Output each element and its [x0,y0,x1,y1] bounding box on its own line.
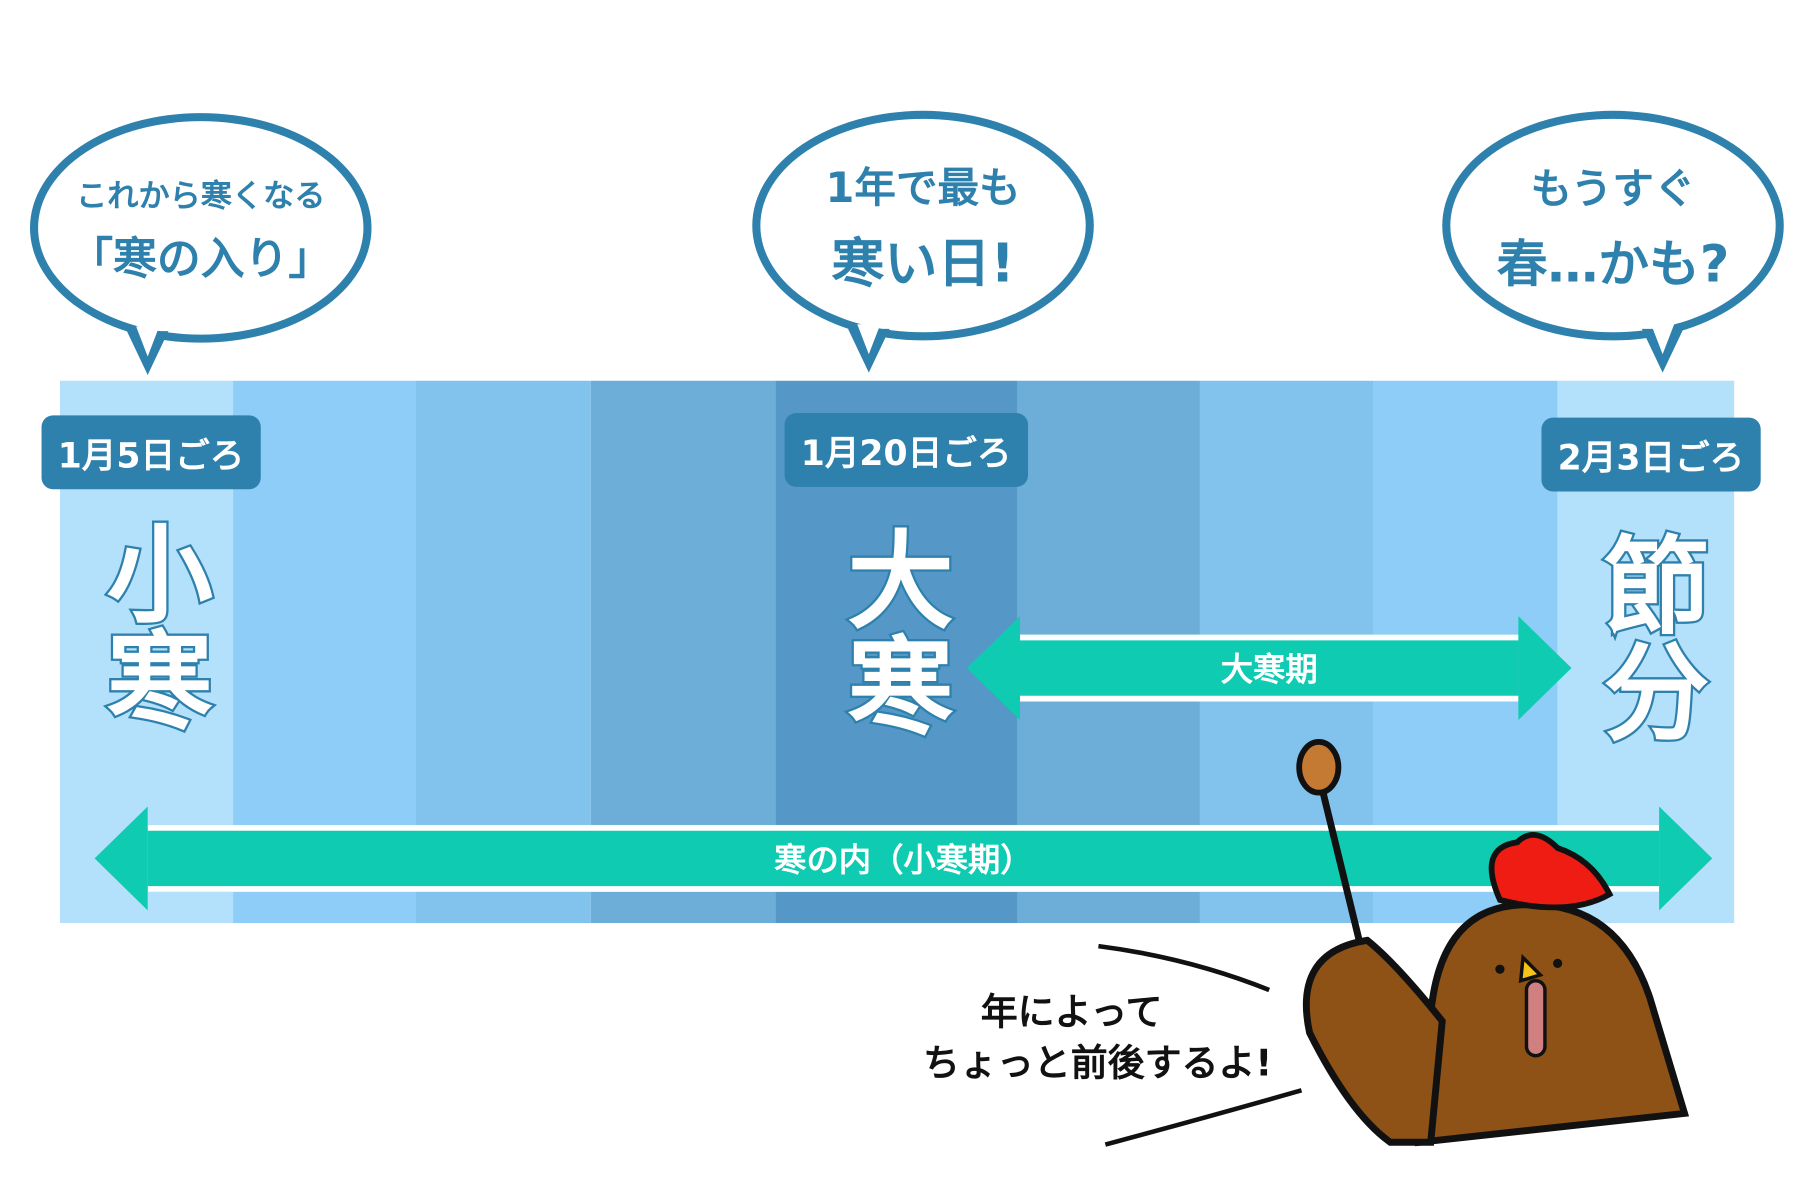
date-badge: 2月3日ごろ [1541,417,1761,492]
bubble-text: 1年で最も [825,164,1021,212]
chicken-pointer-icon [1296,739,1690,1147]
arrowhead-left-icon [94,806,148,911]
bubble-text: これから寒くなる [76,178,326,215]
term-label-daikan: 大寒 [827,523,955,740]
bubble-tail [126,326,169,375]
bubble-tail [848,324,890,373]
arrow-label: 大寒期 [1220,650,1318,689]
bubble-tail [1641,324,1684,373]
note-line: 年によって [980,989,1163,1034]
term-label-shokan: 小寒 [87,517,215,734]
kannouchi-period-arrow: 寒の内（小寒期） [94,806,1713,911]
arrow-label: 寒の内（小寒期） [774,841,1033,880]
bubble-text: 「寒の入り」 [69,232,333,284]
daikan-period-arrow: 大寒期 [966,616,1572,720]
chicken-note: 年によって ちょっと前後するよ! [923,986,1272,1088]
note-line: ちょっと前後するよ! [923,1040,1273,1085]
speech-bubble-setsubun: もうすぐ 春…かも? [1442,110,1784,341]
bubble-text: 春…かも? [1496,234,1730,294]
arrowhead-left-icon [966,616,1020,720]
speech-lines-icon [1098,943,1303,1147]
date-badge: 1月5日ごろ [41,415,261,490]
bubble-text: もうすぐ [1530,165,1696,213]
speech-bubble-shokan: これから寒くなる 「寒の入り」 [29,113,372,343]
bubble-text: 寒い日! [831,231,1015,294]
term-label-setsubun: 節分 [1583,528,1711,745]
arrowhead-right-icon [1518,616,1572,720]
speech-bubble-daikan: 1年で最も 寒い日! [752,110,1094,341]
date-badge: 1月20日ごろ [784,413,1028,487]
arrowhead-right-icon [1659,806,1713,911]
